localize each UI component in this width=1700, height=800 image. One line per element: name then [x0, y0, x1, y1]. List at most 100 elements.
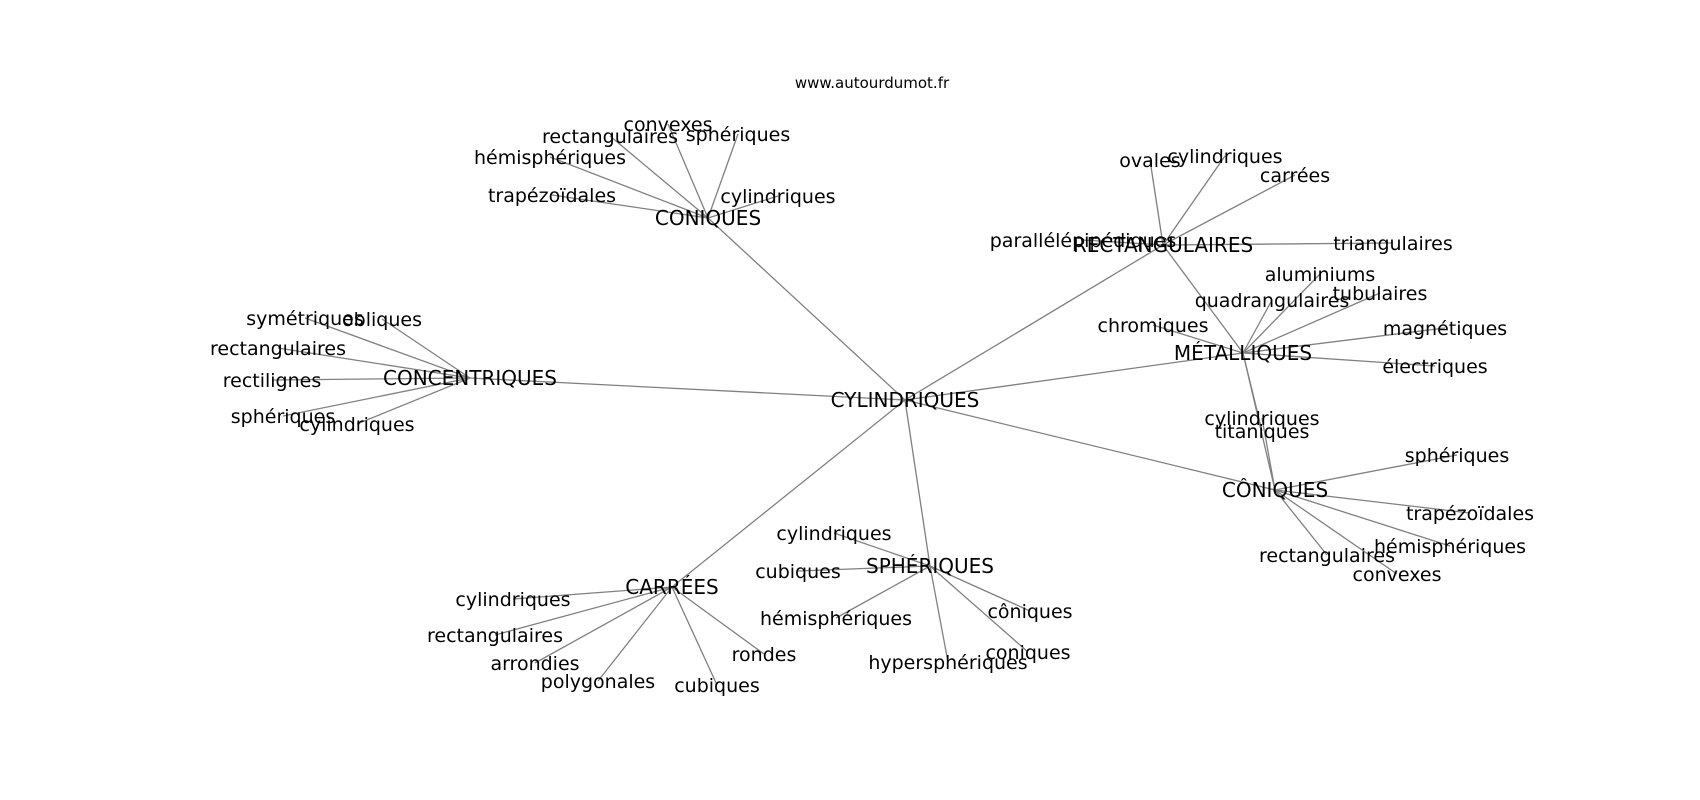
node-leaf-concentriques-3[interactable]: rectilignes — [223, 370, 322, 392]
node-leaf-rectangulaires-0[interactable]: parallélépipédiques — [990, 230, 1177, 252]
edge-metalliques-leaf-0 — [1242, 299, 1273, 354]
node-leaf-carrees-2[interactable]: arrondies — [490, 653, 579, 675]
edge-rectangulaires-leaf-2 — [1162, 155, 1226, 246]
edge-coniques-leaf-3 — [667, 123, 709, 219]
node-leaf-concentriques-1[interactable]: obliques — [342, 309, 422, 331]
edge-center-rectangulaires — [904, 244, 1164, 401]
node-leaf-concentriques-0[interactable]: symétriques — [246, 308, 364, 330]
edge-center-metalliques — [904, 352, 1244, 401]
node-leaf-coniques2-1[interactable]: sphériques — [1405, 445, 1509, 467]
node-hub-carrees[interactable]: CARRÉES — [625, 575, 718, 599]
edge-center-coniques — [707, 217, 906, 401]
edge-metalliques-leaf-3 — [1152, 324, 1244, 354]
edge-concentriques-leaf-3 — [271, 377, 471, 381]
node-leaf-metalliques-0[interactable]: quadrangulaires — [1195, 290, 1350, 312]
edge-coniques-leaf-1 — [549, 156, 709, 219]
node-leaf-coniques2-4[interactable]: rectangulaires — [1259, 545, 1395, 567]
labels-layer: CYLINDRIQUES CONIQUES trapézoïdales hémisph… — [210, 114, 1534, 697]
edge-metalliques-leaf-4 — [1242, 327, 1446, 354]
node-leaf-spheriques-2[interactable]: hémisphériques — [760, 608, 912, 630]
node-leaf-carrees-5[interactable]: rondes — [732, 644, 797, 666]
edge-coniques2-leaf-2 — [1274, 489, 1471, 514]
node-leaf-rectangulaires-4[interactable]: triangulaires — [1333, 233, 1453, 255]
edge-coniques2-leaf-3 — [1274, 489, 1451, 547]
edge-coniques2-leaf-4 — [1274, 489, 1328, 556]
edge-spheriques-leaf-2 — [835, 565, 931, 619]
edge-spheriques-leaf-1 — [797, 565, 931, 572]
node-leaf-spheriques-4[interactable]: côniques — [987, 601, 1072, 623]
edge-metalliques-leaf-2 — [1242, 292, 1381, 354]
node-leaf-metalliques-5[interactable]: électriques — [1382, 356, 1487, 378]
edge-center-spheriques — [904, 399, 931, 567]
node-hub-concentriques[interactable]: CONCENTRIQUES — [383, 366, 557, 390]
edge-coniques-leaf-2 — [609, 135, 709, 219]
edge-center-coniques2 — [904, 399, 1276, 491]
edge-carrees-leaf-1 — [494, 586, 673, 636]
edges-layer — [271, 123, 1471, 686]
edge-coniques2-leaf-1 — [1274, 454, 1458, 491]
node-leaf-metalliques-6[interactable]: titaniques — [1215, 421, 1310, 443]
node-leaf-coniques2-2[interactable]: trapézoïdales — [1406, 503, 1534, 525]
edge-coniques-leaf-5 — [707, 195, 779, 219]
node-leaf-coniques-3[interactable]: convexes — [624, 114, 713, 136]
node-leaf-coniques-2[interactable]: rectangulaires — [542, 126, 678, 148]
node-leaf-coniques2-0[interactable]: cylindriques — [1204, 408, 1319, 430]
node-leaf-spheriques-1[interactable]: cubiques — [755, 561, 841, 583]
edge-spheriques-leaf-4 — [929, 565, 1031, 612]
node-hub-coniques[interactable]: CONIQUES — [655, 206, 761, 230]
edge-coniques2-leaf-5 — [1274, 489, 1398, 575]
edge-coniques-leaf-4 — [707, 133, 739, 219]
node-leaf-rectangulaires-2[interactable]: cylindriques — [1167, 146, 1282, 168]
node-hub-metalliques[interactable]: MÉTALLIQUES — [1174, 341, 1312, 365]
node-leaf-spheriques-0[interactable]: cylindriques — [776, 523, 891, 545]
node-leaf-spheriques-3[interactable]: hypersphériques — [868, 652, 1027, 674]
node-leaf-coniques-4[interactable]: sphériques — [686, 124, 790, 146]
node-leaf-rectangulaires-1[interactable]: ovales — [1119, 150, 1180, 172]
node-leaf-carrees-3[interactable]: polygonales — [541, 671, 655, 693]
edge-spheriques-leaf-5 — [929, 565, 1029, 653]
edge-carrees-leaf-2 — [534, 586, 673, 664]
node-leaf-metalliques-1[interactable]: aluminiums — [1265, 264, 1376, 286]
node-leaf-metalliques-2[interactable]: tubulaires — [1333, 283, 1428, 305]
node-leaf-carrees-0[interactable]: cylindriques — [455, 589, 570, 611]
node-leaf-coniques-0[interactable]: trapézoïdales — [488, 185, 616, 207]
edge-spheriques-leaf-0 — [833, 532, 931, 567]
edge-link-coniques2-metalliques — [1242, 352, 1276, 491]
node-leaf-concentriques-2[interactable]: rectangulaires — [210, 338, 346, 360]
edge-concentriques-leaf-4 — [282, 377, 471, 417]
node-hub-rectangulaires[interactable]: RECTANGULAIRES — [1073, 233, 1253, 257]
node-leaf-coniques-5[interactable]: cylindriques — [720, 186, 835, 208]
edge-carrees-leaf-4 — [671, 586, 718, 686]
node-leaf-concentriques-5[interactable]: cylindriques — [299, 414, 414, 436]
edge-center-carrees — [671, 399, 906, 588]
node-leaf-carrees-1[interactable]: rectangulaires — [427, 625, 563, 647]
edge-concentriques-leaf-1 — [381, 318, 471, 379]
source-caption: www.autourdumot.fr — [795, 74, 950, 92]
edge-concentriques-leaf-0 — [304, 317, 471, 379]
edge-rectangulaires-leaf-1 — [1149, 159, 1164, 246]
node-leaf-coniques-1[interactable]: hémisphériques — [474, 147, 626, 169]
edge-carrees-leaf-0 — [512, 586, 673, 600]
edge-metalliques-leaf-1 — [1242, 273, 1321, 354]
edge-spheriques-leaf-3 — [929, 565, 949, 663]
edge-metalliques-leaf-5 — [1242, 352, 1436, 367]
node-leaf-metalliques-3[interactable]: chromiques — [1098, 315, 1209, 337]
node-leaf-coniques2-5[interactable]: convexes — [1353, 564, 1442, 586]
edge-coniques-leaf-0 — [551, 194, 709, 219]
node-leaf-carrees-4[interactable]: cubiques — [674, 675, 760, 697]
node-center[interactable]: CYLINDRIQUES — [831, 388, 980, 412]
node-leaf-spheriques-5[interactable]: coniques — [985, 642, 1070, 664]
edge-carrees-leaf-3 — [597, 586, 673, 682]
edge-rectangulaires-leaf-0 — [1082, 239, 1164, 246]
edge-carrees-leaf-5 — [671, 586, 765, 655]
edge-rectangulaires-leaf-3 — [1162, 174, 1296, 246]
node-hub-coniques2[interactable]: CÔNIQUES — [1222, 478, 1328, 502]
edge-rectangulaires-leaf-4 — [1162, 242, 1394, 246]
node-hub-spheriques[interactable]: SPHÉRIQUES — [866, 554, 994, 578]
edge-concentriques-leaf-2 — [277, 347, 471, 379]
node-leaf-metalliques-4[interactable]: magnétiques — [1383, 318, 1507, 340]
node-leaf-rectangulaires-3[interactable]: carrées — [1260, 165, 1330, 187]
node-leaf-coniques2-3[interactable]: hémisphériques — [1374, 536, 1526, 558]
node-leaf-concentriques-4[interactable]: sphériques — [231, 406, 335, 428]
